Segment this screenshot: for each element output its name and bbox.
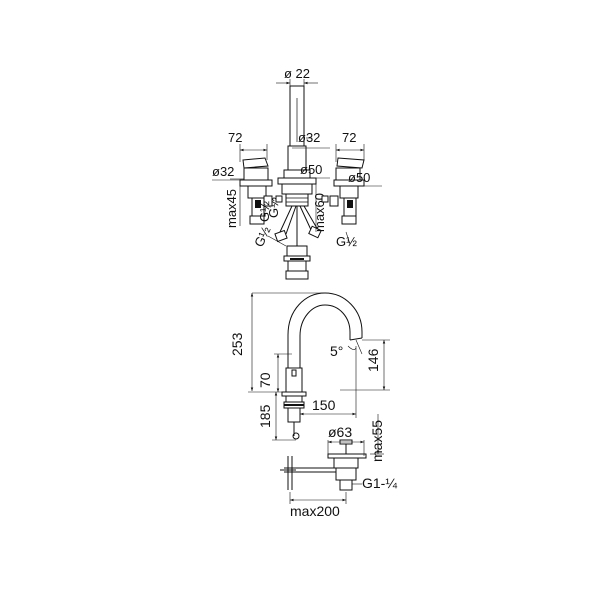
spout-base-label: ø50 (300, 162, 322, 177)
center-max-dimension: max60 (312, 184, 327, 232)
spout-base-dimension: ø50 (298, 162, 330, 179)
right-base-label: ø50 (348, 170, 370, 185)
spout-collar-label: ø32 (298, 130, 320, 145)
drain-assembly (280, 439, 367, 491)
below-deck-label: 185 (257, 404, 273, 428)
left-collar-label: ø32 (212, 164, 234, 179)
angle-dimension: 5° (330, 339, 363, 359)
left-thread-label: G½ (251, 224, 274, 249)
spout-arc (287, 292, 363, 374)
left-handle-width-label: 72 (228, 130, 242, 145)
spout-diameter-label: ø 22 (284, 66, 310, 81)
side-view: 253 70 185 150 146 5° (229, 292, 397, 519)
drain-diameter-label: ø63 (328, 424, 352, 440)
right-thread-label: G½ (336, 234, 357, 249)
spout-collar-dimension: ø32 (292, 130, 330, 149)
right-handle: 72 ø50 G½ (321, 130, 382, 249)
faucet-body (281, 367, 307, 440)
right-handle-width-label: 72 (342, 130, 356, 145)
top-view: ø 22 ø32 (212, 66, 382, 280)
max-distance-label: max200 (290, 503, 340, 519)
left-max-label: max45 (224, 189, 239, 228)
left-thread-label-2: G½ (257, 201, 272, 222)
max-distance-dimension: max200 (289, 492, 347, 519)
clearance-label: 146 (365, 348, 381, 372)
reach-label: 150 (312, 397, 336, 413)
drain-max-label: max55 (369, 420, 385, 462)
total-height-label: 253 (229, 332, 245, 356)
central-spout (274, 85, 322, 280)
reach-dimension: 150 (300, 346, 357, 418)
spout-diameter-dimension: ø 22 (276, 66, 318, 90)
height-dimensions: 253 70 185 (229, 292, 325, 441)
clearance-dimension: 146 (340, 339, 390, 391)
angle-label: 5° (330, 343, 343, 359)
left-handle: 72 ø32 max45 G½ (212, 130, 283, 228)
drain-thread-label: G1-¼ (362, 475, 397, 491)
body-height-label: 70 (257, 372, 273, 388)
drain-dimensions: ø63 max55 G1-¼ (327, 414, 397, 491)
